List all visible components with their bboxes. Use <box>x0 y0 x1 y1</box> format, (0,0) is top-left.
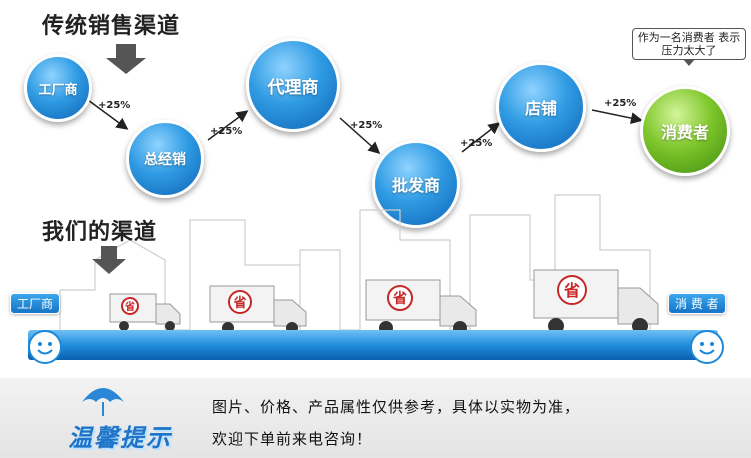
markup-2: +25% <box>210 126 243 137</box>
tip-line-1: 图片、价格、产品属性仅供参考，具体以实物为准， <box>212 398 581 416</box>
tip-logo: 温馨提示 <box>68 424 172 452</box>
svg-text:省: 省 <box>392 290 407 307</box>
flow-arrows <box>87 99 643 155</box>
down-arrow-icon <box>106 44 146 74</box>
arrow-3 <box>339 117 381 155</box>
node-wholesaler: 批发商 <box>372 140 460 228</box>
node-general-distributor: 总经销 <box>126 120 204 198</box>
down-arrow-icon <box>92 246 126 274</box>
umbrella-icon <box>82 388 124 416</box>
arrow-2 <box>207 110 249 141</box>
markup-3: +25% <box>350 120 383 131</box>
smiley-face-icon <box>28 330 62 364</box>
our-channel-title: 我们的渠道 <box>42 220 158 245</box>
truck-small: 省 <box>109 293 181 331</box>
node-factory: 工厂商 <box>24 54 92 122</box>
smiley-face-icon <box>690 330 724 364</box>
node-store: 店铺 <box>496 62 586 152</box>
markup-5: +25% <box>604 98 637 109</box>
traditional-title: 传统销售渠道 <box>42 14 181 39</box>
truck-medium: 省 <box>209 285 307 334</box>
arrow-1 <box>87 99 129 130</box>
svg-text:省: 省 <box>232 295 246 311</box>
truck-large: 省 <box>365 279 477 335</box>
truck-badge-text: 省 <box>124 300 135 313</box>
svg-text:省: 省 <box>563 281 580 300</box>
direct-end-label: 消 费 者 <box>668 293 726 314</box>
arrow-4 <box>461 122 501 153</box>
truck-xlarge: 省 <box>533 269 659 334</box>
node-agent: 代理商 <box>246 38 340 132</box>
consumer-speech-bubble: 作为一名消费者 表示压力太大了 <box>632 28 746 66</box>
node-consumer: 消费者 <box>640 86 730 176</box>
markup-4: +25% <box>460 138 493 149</box>
direct-start-label: 工厂商 <box>10 293 61 314</box>
direct-channel-bar <box>28 330 718 360</box>
tip-panel <box>0 378 751 458</box>
tip-line-2: 欢迎下单前来电咨询！ <box>212 430 373 448</box>
markup-1: +25% <box>98 100 131 111</box>
arrow-5 <box>591 109 643 125</box>
